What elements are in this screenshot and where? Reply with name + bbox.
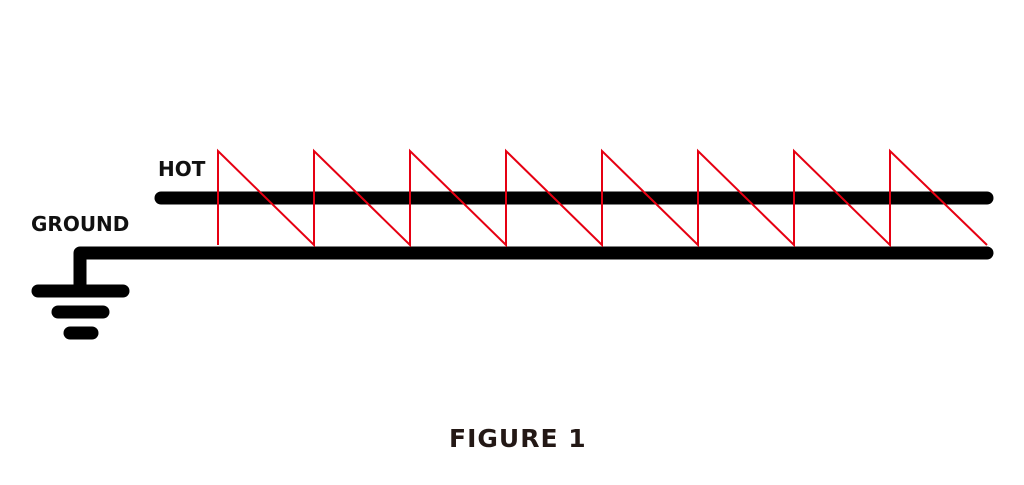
ground-label: GROUND [31, 212, 130, 236]
sawtooth-signal [217, 148, 988, 248]
ground-wire [73, 246, 994, 297]
ground-symbol-icon [31, 284, 130, 340]
figure-caption: FIGURE 1 [449, 424, 587, 453]
hot-label: HOT [158, 157, 206, 181]
